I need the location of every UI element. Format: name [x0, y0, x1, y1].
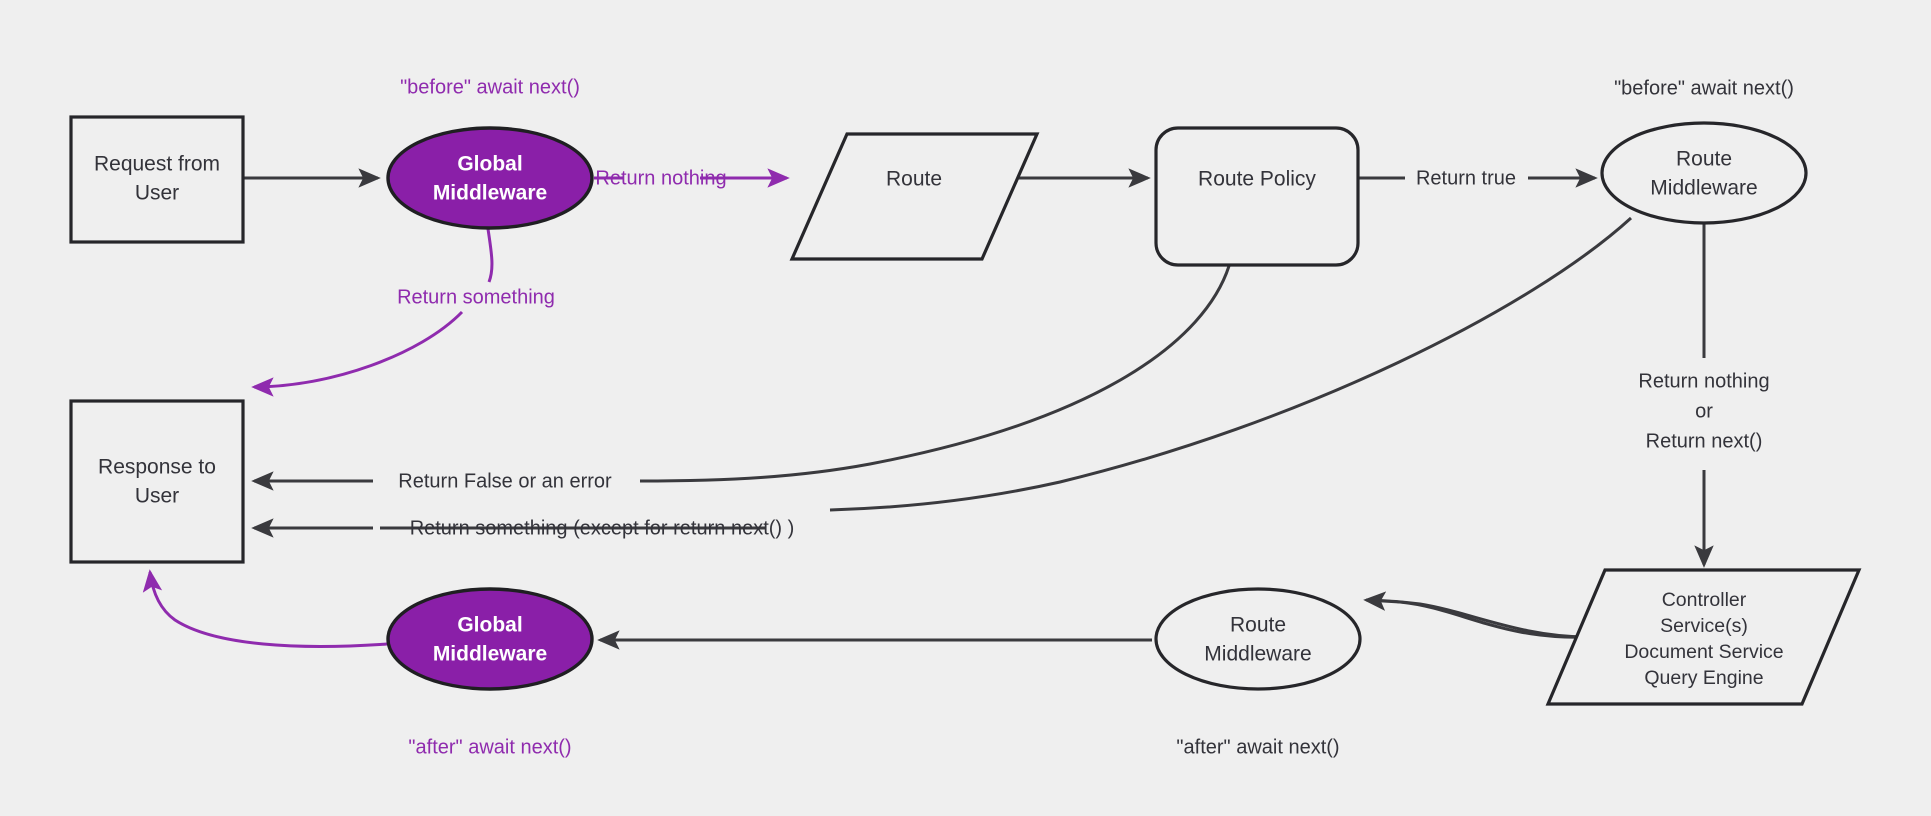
node-global-middleware-after[interactable]: Global Middleware	[386, 587, 594, 691]
edge-global-middleware-after-to-response	[142, 569, 388, 648]
edge-label-return-false-or-error: Return False or an error	[398, 470, 612, 492]
node-controller-label-line3: Document Service	[1624, 641, 1783, 663]
note-before-await-next-global: "before" await next()	[400, 76, 580, 98]
node-route-middleware-after-label-line2: Middleware	[1204, 643, 1311, 666]
node-global-middleware-after-label-line2: Middleware	[433, 643, 547, 666]
edge-route-policy-return-true: Return true	[1359, 167, 1598, 189]
node-route-policy[interactable]: Route Policy	[1154, 126, 1360, 267]
node-global-middleware-after-label-line1: Global	[457, 614, 522, 637]
edge-controller-to-route-middleware-after	[1363, 591, 1589, 639]
node-route-policy-label: Route Policy	[1198, 168, 1316, 191]
edge-global-middleware-return-something: Return something	[251, 228, 555, 397]
edge-label-return-nothing: Return nothing	[595, 167, 726, 189]
edge-label-rm-out-line3: Return next()	[1646, 430, 1763, 452]
edge-label-rm-out-line1: Return nothing	[1638, 370, 1769, 392]
edge-route-policy-return-false: Return False or an error	[251, 265, 1231, 492]
edge-label-return-something-except: Return something (except for return next…	[410, 517, 795, 539]
node-request-from-user[interactable]: Request from User	[69, 115, 245, 244]
node-route-middleware-after-label-line1: Route	[1230, 614, 1286, 637]
note-after-await-next-global: "after" await next()	[408, 736, 571, 758]
node-controller-label-line4: Query Engine	[1644, 667, 1763, 689]
node-global-middleware-before[interactable]: Global Middleware	[386, 126, 594, 230]
edge-route-middleware-return-something-except: Return something (except for return next…	[251, 216, 1633, 539]
node-request-label-line1: Request from	[94, 153, 220, 176]
node-controller-label-line1: Controller	[1662, 589, 1747, 611]
node-route-label: Route	[886, 168, 942, 191]
node-controller-services[interactable]: Controller Service(s) Document Service Q…	[1545, 568, 1862, 706]
edge-label-return-true: Return true	[1416, 167, 1516, 189]
edge-route-middleware-to-controller: Return nothing or Return next()	[1638, 224, 1770, 568]
node-global-middleware-label-line2: Middleware	[433, 182, 547, 205]
node-response-label-line1: Response to	[98, 456, 216, 479]
edge-label-rm-out-line2: or	[1695, 400, 1713, 422]
edge-label-return-something: Return something	[397, 286, 555, 308]
note-after-await-next-route: "after" await next()	[1176, 736, 1339, 758]
node-route-middleware-label-line1: Route	[1676, 148, 1732, 171]
note-before-await-next-route: "before" await next()	[1614, 77, 1794, 99]
edge-global-middleware-return-nothing: Return nothing	[594, 167, 790, 189]
node-route-middleware-label-line2: Middleware	[1650, 177, 1757, 200]
node-global-middleware-label-line1: Global	[457, 153, 522, 176]
node-route-middleware-before[interactable]: Route Middleware	[1600, 121, 1808, 225]
node-route-middleware-after[interactable]: Route Middleware	[1154, 587, 1362, 691]
node-response-label-line2: User	[135, 485, 179, 508]
node-request-label-line2: User	[135, 182, 179, 205]
node-route[interactable]: Route	[789, 132, 1040, 261]
node-response-to-user[interactable]: Response to User	[69, 399, 245, 564]
node-controller-label-line2: Service(s)	[1660, 615, 1748, 637]
